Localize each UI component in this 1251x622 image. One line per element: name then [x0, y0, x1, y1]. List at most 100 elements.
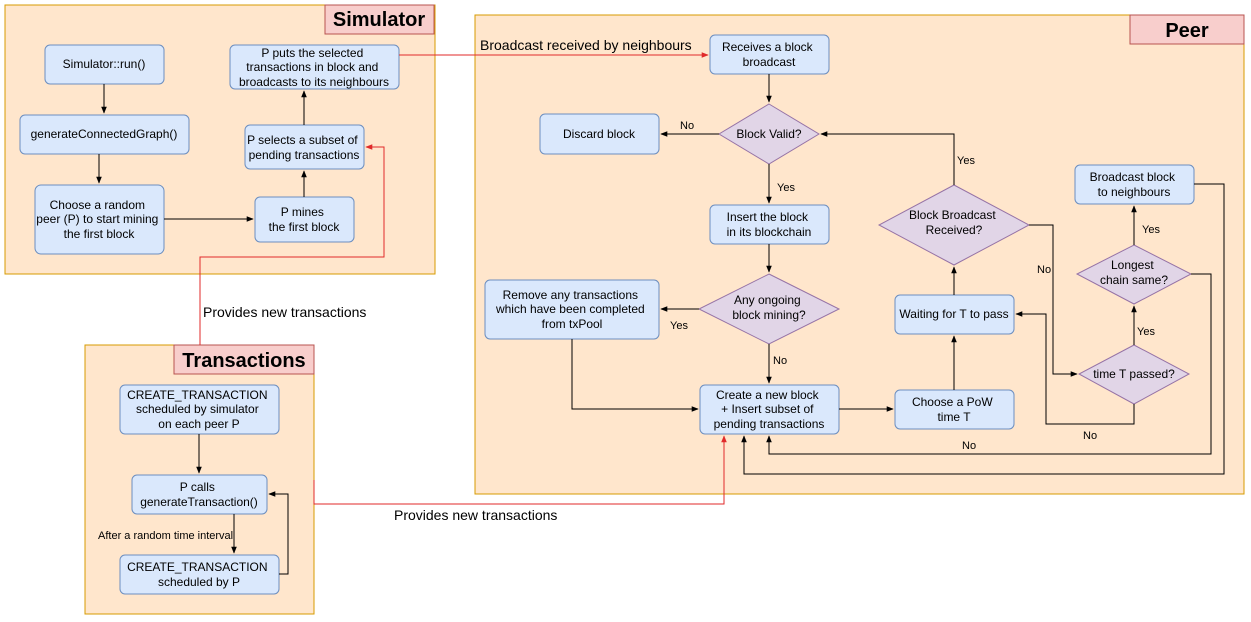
simulator-run-box: Simulator::run(): [44, 44, 165, 85]
broadcast-received-line-2: Received?: [926, 223, 983, 237]
edge-provides-top-red: [199, 144, 385, 345]
label-no-discard: No: [680, 120, 694, 132]
svg-text:P selects a subset of pe: P selects a subset of pending transactio…: [247, 133, 361, 162]
p-selects-box: P selects a subset of pending transactio…: [244, 124, 365, 170]
svg-text:generateConnectedGraph(): generateConnectedGraph(): [31, 127, 178, 141]
label-yes-time: Yes: [1137, 326, 1155, 338]
create-sim-line-3: on each peer P: [158, 417, 239, 431]
label-no-received: No: [1037, 264, 1051, 276]
broadcast-block-box: Broadcast block to neighbours: [1074, 164, 1195, 205]
svg-text:Longest chain same?: Longest chain same?: [1100, 258, 1168, 287]
svg-text:Choose a random peer (P): Choose a random peer (P) to start mining…: [36, 198, 161, 241]
longest-chain-diamond: Longest chain same?: [1075, 244, 1193, 305]
svg-text:Create a new block + Ins: Create a new block + Insert subset of pe…: [714, 388, 825, 431]
svg-text:CREATE_TRANSACTION sched: CREATE_TRANSACTION scheduled by simulato…: [127, 388, 271, 431]
create-line-3: pending transactions: [714, 417, 825, 431]
simulator-run-label: Simulator::run(): [63, 57, 146, 71]
remove-line-2: which have been completed: [495, 302, 645, 316]
svg-text:Any ongoing block mining: Any ongoing block mining?: [732, 293, 806, 322]
edge-broadcast-to-create: [741, 183, 1225, 475]
simulator-title: Simulator: [333, 9, 425, 31]
label-no-time: No: [1083, 430, 1097, 442]
insert-line-2: in its blockchain: [727, 225, 812, 239]
pow-line-1: Choose a PoW: [912, 395, 993, 409]
edge-remove-to-create: [571, 339, 699, 412]
choose-pow-box: Choose a PoW time T: [894, 389, 1015, 430]
remove-transactions-box: Remove any transactions which have been …: [484, 279, 660, 340]
create-line-1: Create a new block: [716, 388, 820, 402]
label-provides-bottom: Provides new transactions: [394, 507, 557, 523]
choose-peer-box: Choose a random peer (P) to start mining…: [34, 184, 165, 255]
transactions-title: Transactions: [182, 350, 305, 372]
svg-text:Broadcast block to neigh: Broadcast block to neighbours: [1090, 170, 1179, 199]
create-p-line-2: scheduled by P: [158, 575, 240, 589]
svg-text:Block Valid?: Block Valid?: [736, 127, 801, 141]
generate-graph-box: generateConnectedGraph(): [19, 114, 190, 155]
discard-block-box: Discard block: [539, 113, 660, 155]
svg-text:Choose a PoW time T: Choose a PoW time T: [912, 395, 996, 424]
p-puts-line-1: P puts the selected: [261, 46, 363, 60]
edge-longest-no-to-create: [766, 273, 1212, 455]
insert-block-box: Insert the block in its blockchain: [709, 204, 830, 245]
block-valid-label: Block Valid?: [736, 127, 801, 141]
choose-peer-line-2: peer (P) to start mining: [36, 212, 158, 226]
label-random-interval: After a random time interval: [98, 530, 233, 542]
block-valid-diamond: Block Valid?: [718, 103, 820, 165]
choose-peer-line-1: Choose a random: [50, 198, 145, 212]
p-puts-line-3: broadcasts to its neighbours: [239, 75, 389, 89]
edge-received-to-valid: [820, 131, 955, 185]
edge-provides-bottom-red: [313, 435, 727, 505]
create-p-line-1: CREATE_TRANSACTION: [127, 560, 267, 574]
remove-line-1: Remove any transactions: [503, 288, 638, 302]
svg-text:Insert the block in its: Insert the block in its blockchain: [727, 210, 812, 239]
create-sim-line-1: CREATE_TRANSACTION: [127, 388, 267, 402]
longest-line-1: Longest: [1111, 258, 1154, 272]
waiting-box: Waiting for T to pass: [894, 294, 1015, 335]
svg-text:time T passed?: time T passed?: [1093, 367, 1175, 381]
p-mines-line-1: P mines: [281, 205, 324, 219]
broadcast-received-line-1: Block Broadcast: [909, 208, 996, 222]
receives-line-1: Receives a block: [722, 40, 814, 54]
label-yes-longest: Yes: [1142, 224, 1160, 236]
broadcast-received-diamond: Block Broadcast Received?: [877, 184, 1031, 266]
svg-text:Receives a block broadca: Receives a block broadcast: [722, 40, 816, 69]
edge-timepassed-to-waiting: [1015, 311, 1135, 425]
svg-text:Waiting for T to pass: Waiting for T to pass: [899, 307, 1008, 321]
label-yes-received: Yes: [957, 155, 975, 167]
ongoing-mining-diamond: Any ongoing block mining?: [697, 273, 841, 345]
create-line-2: + Insert subset of: [721, 402, 814, 416]
remove-line-3: from txPool: [542, 317, 603, 331]
waiting-label: Waiting for T to pass: [899, 307, 1008, 321]
ongoing-line-1: Any ongoing: [734, 293, 801, 307]
label-broadcast-received-by-neighbours: Broadcast received by neighbours: [480, 37, 692, 53]
p-calls-line-1: P calls: [180, 480, 215, 494]
receives-line-2: broadcast: [743, 55, 796, 69]
pow-line-2: time T: [937, 410, 971, 424]
svg-text:P mines the first block: P mines the first block: [269, 205, 341, 234]
create-sim-line-2: scheduled by simulator: [136, 402, 259, 416]
edge-createp-to-calls: [268, 491, 289, 575]
edge-received-to-timepassed: [1029, 224, 1078, 377]
insert-line-1: Insert the block: [727, 210, 809, 224]
create-block-box: Create a new block + Insert subset of pe…: [699, 384, 840, 435]
peer-title: Peer: [1165, 20, 1209, 42]
label-no-longest: No: [962, 440, 976, 452]
svg-text:Simulator::run(): Simulator::run(): [63, 57, 146, 71]
label-yes-valid: Yes: [777, 182, 795, 194]
label-yes-remove: Yes: [670, 320, 688, 332]
p-mines-box: P mines the first block: [254, 196, 355, 243]
p-selects-line-1: P selects a subset of: [247, 133, 358, 147]
discard-block-label: Discard block: [563, 127, 636, 141]
time-passed-label: time T passed?: [1093, 367, 1175, 381]
longest-line-2: chain same?: [1100, 273, 1168, 287]
label-provides-top: Provides new transactions: [203, 304, 366, 320]
svg-text:P calls generateTransact: P calls generateTransaction(): [140, 480, 258, 509]
ongoing-line-2: block mining?: [732, 308, 806, 322]
create-transaction-p-box: CREATE_TRANSACTION scheduled by P: [119, 554, 280, 595]
label-no-ongoing: No: [773, 355, 787, 367]
broadcast-block-line-2: to neighbours: [1098, 185, 1171, 199]
generate-graph-label: generateConnectedGraph(): [31, 127, 178, 141]
p-puts-line-2: transactions in block and: [246, 60, 378, 74]
svg-text:CREATE_TRANSACTION sched: CREATE_TRANSACTION scheduled by P: [127, 560, 271, 589]
